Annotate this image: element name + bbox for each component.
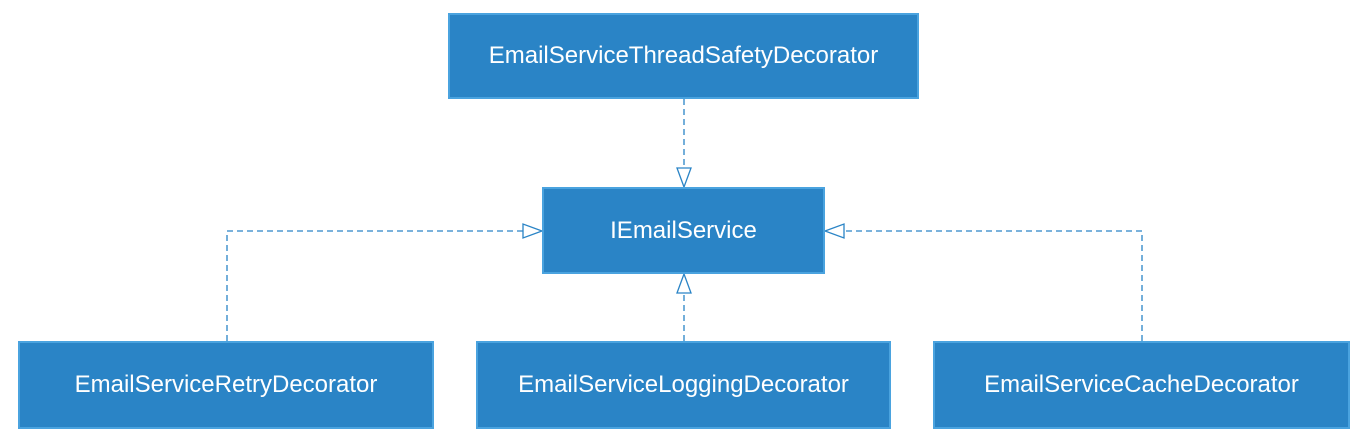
edge-threadsafety-to-interface <box>676 99 692 189</box>
hollow-arrowhead-icon <box>676 272 692 294</box>
node-threadsafety-decorator[interactable]: EmailServiceThreadSafetyDecorator <box>448 13 919 99</box>
hollow-arrowhead-icon <box>676 167 692 189</box>
hollow-arrowhead-icon <box>823 223 845 239</box>
edge-retry-to-interface <box>226 223 544 341</box>
hollow-arrowhead-icon <box>522 223 544 239</box>
node-cache-decorator[interactable]: EmailServiceCacheDecorator <box>933 341 1350 429</box>
node-retry-decorator[interactable]: EmailServiceRetryDecorator <box>18 341 434 429</box>
node-label: EmailServiceRetryDecorator <box>74 371 378 398</box>
edge-line <box>844 230 1143 341</box>
edge-cache-to-interface <box>823 223 1143 341</box>
node-label: EmailServiceLoggingDecorator <box>518 371 849 398</box>
node-label: IEmailService <box>610 216 757 244</box>
edge-logging-to-interface <box>676 272 692 341</box>
node-label: EmailServiceThreadSafetyDecorator <box>488 42 879 69</box>
node-logging-decorator[interactable]: EmailServiceLoggingDecorator <box>476 341 891 429</box>
edge-line <box>226 230 523 341</box>
node-iemailservice-interface[interactable]: IEmailService <box>542 187 825 274</box>
node-label: EmailServiceCacheDecorator <box>984 371 1299 398</box>
